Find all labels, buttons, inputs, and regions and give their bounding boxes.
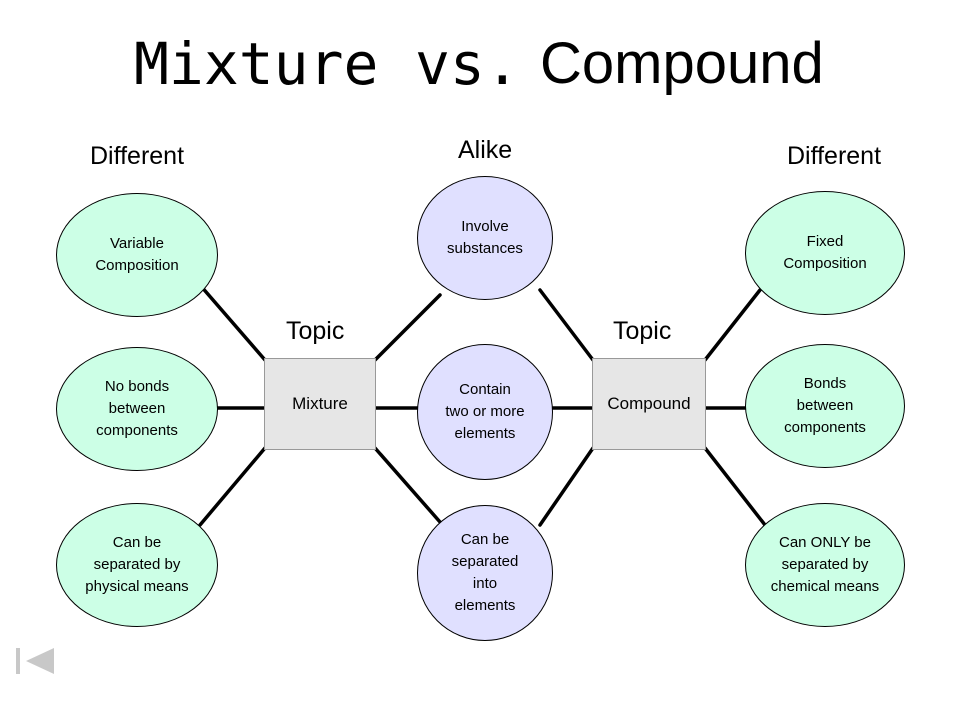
- mixture-difference-text: Variable Composition: [95, 235, 179, 274]
- connector-line: [538, 288, 595, 362]
- compound-difference-text: Can ONLY be separated by chemical means: [770, 534, 880, 595]
- topic-box-compound: Compound: [592, 358, 706, 450]
- topic-box-mixture: Mixture: [264, 358, 376, 450]
- mixture-difference-oval: Can be separated by physical means: [56, 503, 218, 627]
- header-alike: Alike: [458, 136, 513, 164]
- compound-difference-text: Bonds between components: [784, 375, 866, 436]
- topic-compound: Compound: [607, 394, 691, 413]
- connector-line: [373, 293, 442, 362]
- similarity-text: Can be separated into elements: [451, 531, 519, 614]
- connector-line: [538, 446, 595, 527]
- similarity-text: Contain two or more elements: [445, 381, 525, 442]
- similarity-oval: Contain two or more elements: [417, 344, 553, 480]
- compound-difference-text: Fixed Composition: [783, 233, 867, 272]
- mixture-difference-text: No bonds between components: [96, 378, 178, 439]
- topic-label-right: Topic: [613, 317, 672, 345]
- connector-line: [703, 288, 762, 362]
- first-slide-glyph: [16, 648, 54, 674]
- connector-line: [198, 283, 267, 362]
- title-vs: vs.: [415, 30, 520, 98]
- similarity-oval: Involve substances: [417, 176, 553, 300]
- similarity-oval: Can be separated into elements: [417, 505, 553, 641]
- title-compound: Compound: [540, 31, 824, 96]
- header-different-left: Different: [90, 142, 185, 170]
- header-different-right: Different: [787, 142, 882, 170]
- first-slide-icon[interactable]: [14, 648, 62, 674]
- compound-difference-oval: Can ONLY be separated by chemical means: [745, 503, 905, 627]
- connector-line: [373, 446, 442, 524]
- similarity-text: Involve substances: [447, 218, 523, 257]
- compound-difference-oval: Bonds between components: [745, 344, 905, 468]
- topic-mixture: Mixture: [292, 394, 348, 413]
- mixture-difference-oval: Variable Composition: [56, 193, 218, 317]
- connector-line: [198, 446, 267, 527]
- connector-line: [703, 446, 767, 527]
- topic-label-left: Topic: [286, 317, 345, 345]
- mixture-difference-text: Can be separated by physical means: [85, 534, 189, 595]
- mixture-difference-oval: No bonds between components: [56, 347, 218, 471]
- compound-difference-oval: Fixed Composition: [745, 191, 905, 315]
- title-mixture: Mixture: [134, 30, 379, 98]
